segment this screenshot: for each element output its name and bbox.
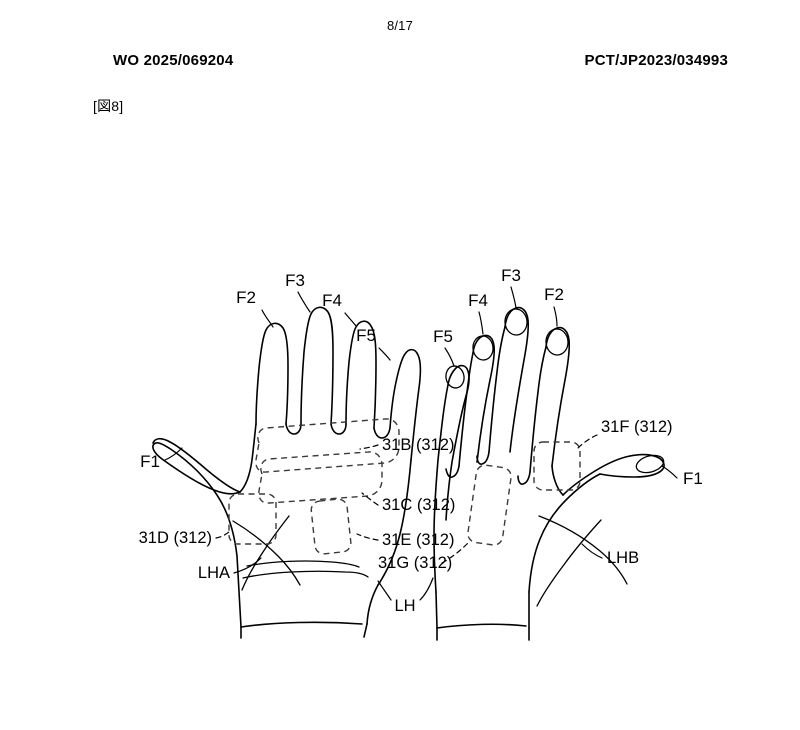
pad-31C-left-palm xyxy=(258,451,383,504)
pad-31F-right-hand xyxy=(533,441,581,491)
publication-number: WO 2025/069204 xyxy=(113,52,234,69)
label-pad-31G: 31G (312) xyxy=(378,554,452,572)
label-left-F2: F2 xyxy=(236,288,256,307)
label-left-F4: F4 xyxy=(322,291,342,310)
label-pad-31B: 31B (312) xyxy=(382,436,454,454)
label-right-F2: F2 xyxy=(544,285,564,304)
label-pad-31C: 31C (312) xyxy=(382,496,455,514)
label-left-F1: F1 xyxy=(140,452,160,471)
pad-31B-left-palm xyxy=(255,418,400,473)
pad-31G-right-hand xyxy=(467,464,512,546)
application-number: PCT/JP2023/034993 xyxy=(584,52,728,69)
figure-label: [図8] xyxy=(93,98,124,114)
label-pad-31F: 31F (312) xyxy=(601,418,673,436)
label-left-F3: F3 xyxy=(285,271,305,290)
label-right-F1: F1 xyxy=(683,469,703,488)
page-number: 8/17 xyxy=(386,18,414,33)
label-right-F5: F5 xyxy=(433,327,453,346)
label-right-F4: F4 xyxy=(468,291,488,310)
label-right-F3: F3 xyxy=(501,266,521,285)
label-pad-31D: 31D (312) xyxy=(139,529,212,547)
label-LHA: LHA xyxy=(198,564,230,582)
pad-31E-left-palm xyxy=(310,498,352,555)
right-hand-illustration xyxy=(433,306,665,641)
label-pad-31E: 31E (312) xyxy=(382,531,454,549)
label-left-F5: F5 xyxy=(356,326,376,345)
left-hand-illustration xyxy=(152,306,422,639)
label-LHB: LHB xyxy=(607,549,639,567)
pad-31D-left-palm xyxy=(228,493,277,545)
label-LH: LH xyxy=(394,597,415,615)
annotation-layer: F2 F3 F4 F5 F1 31B (312) 31C (312) 31D (… xyxy=(139,266,703,615)
